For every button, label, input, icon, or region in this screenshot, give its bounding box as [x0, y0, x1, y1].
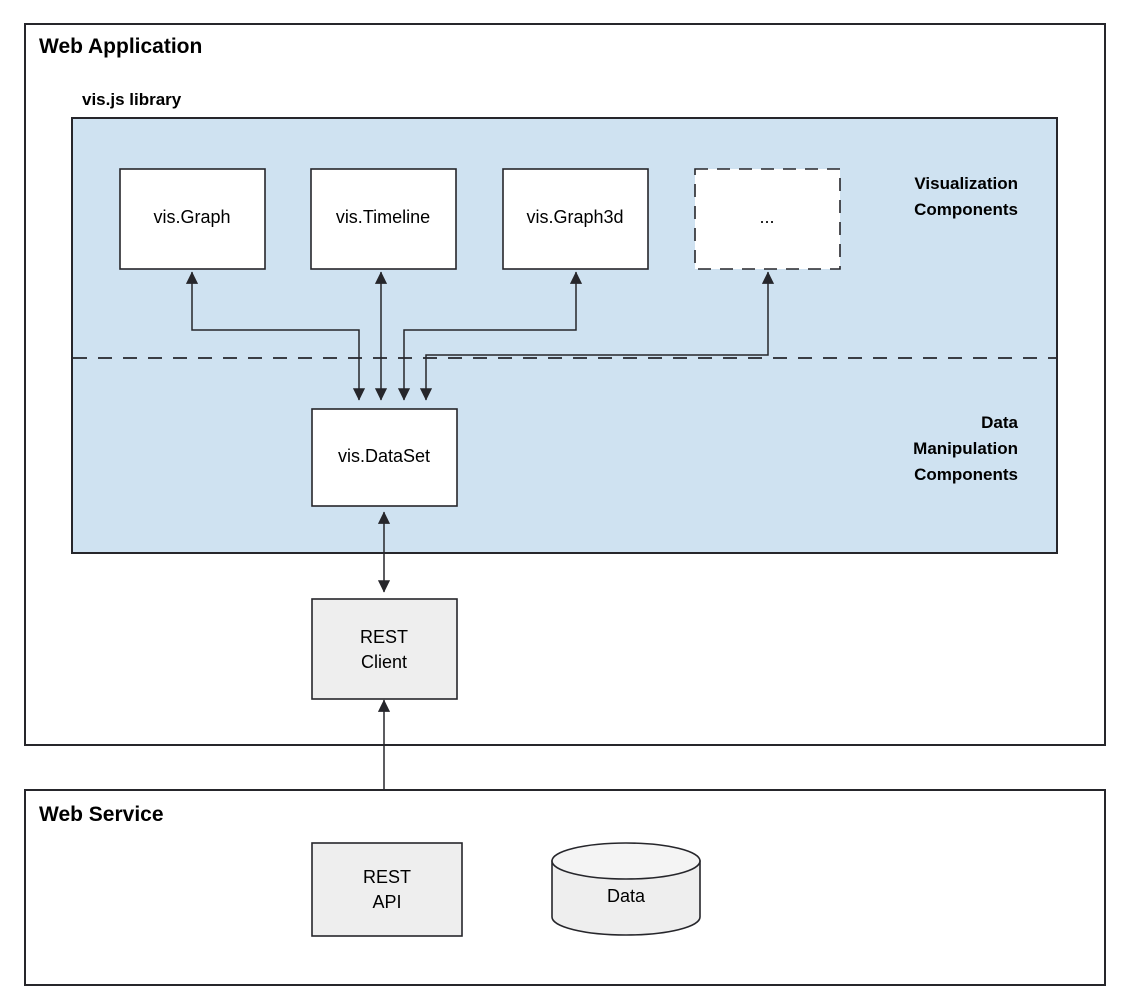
node-vis-graph[interactable]: vis.Graph: [119, 168, 266, 270]
node-vis-graph3d-label: vis.Graph3d: [526, 207, 623, 227]
node-rest-api[interactable]: REST API: [311, 842, 463, 937]
node-rest-api-label-line1: REST: [363, 867, 411, 887]
node-rest-client-label-line2: Client: [361, 652, 407, 672]
visualization-components-label-line1: Visualization: [914, 174, 1018, 193]
connector-dataset-to-ellipsis-component: [419, 271, 775, 401]
node-rest-api-box[interactable]: [311, 842, 463, 937]
visualization-components-label-line2: Components: [914, 200, 1018, 219]
node-rest-api-label-line2: API: [372, 892, 401, 912]
node-vis-graph-box[interactable]: [119, 168, 266, 270]
node-rest-client-label-line1: REST: [360, 627, 408, 647]
node-ellipsis-component-label: ...: [759, 207, 774, 227]
node-vis-graph-label: vis.Graph: [153, 207, 230, 227]
node-vis-graph3d[interactable]: vis.Graph3d: [502, 168, 649, 270]
node-ellipsis-component-box[interactable]: [694, 168, 841, 270]
web-application-title: Web Application: [39, 35, 202, 58]
node-vis-dataset-box[interactable]: [311, 408, 458, 507]
data-manipulation-label-line2: Manipulation: [913, 439, 1018, 458]
node-datastore-label: Data: [607, 886, 646, 906]
node-vis-timeline-label: vis.Timeline: [336, 207, 430, 227]
datastore-cylinder-body[interactable]: [551, 860, 701, 936]
node-rest-client[interactable]: REST Client: [311, 598, 458, 700]
node-datastore-cylinder[interactable]: Data: [551, 842, 701, 936]
node-rest-client-box[interactable]: [311, 598, 458, 700]
vis-js-library-title: vis.js library: [82, 90, 182, 109]
node-vis-dataset[interactable]: vis.DataSet: [311, 408, 458, 507]
data-manipulation-label-line1: Data: [981, 413, 1018, 432]
node-vis-graph3d-box[interactable]: [502, 168, 649, 270]
connector-dataset-to-vis-graph: [185, 271, 366, 401]
datastore-cylinder-top: [551, 842, 701, 880]
node-vis-timeline-box[interactable]: [310, 168, 457, 270]
web-service-title: Web Service: [39, 803, 164, 826]
node-vis-dataset-label: vis.DataSet: [338, 446, 430, 466]
node-ellipsis-component[interactable]: ...: [694, 168, 841, 270]
node-vis-timeline[interactable]: vis.Timeline: [310, 168, 457, 270]
data-manipulation-label-line3: Components: [914, 465, 1018, 484]
